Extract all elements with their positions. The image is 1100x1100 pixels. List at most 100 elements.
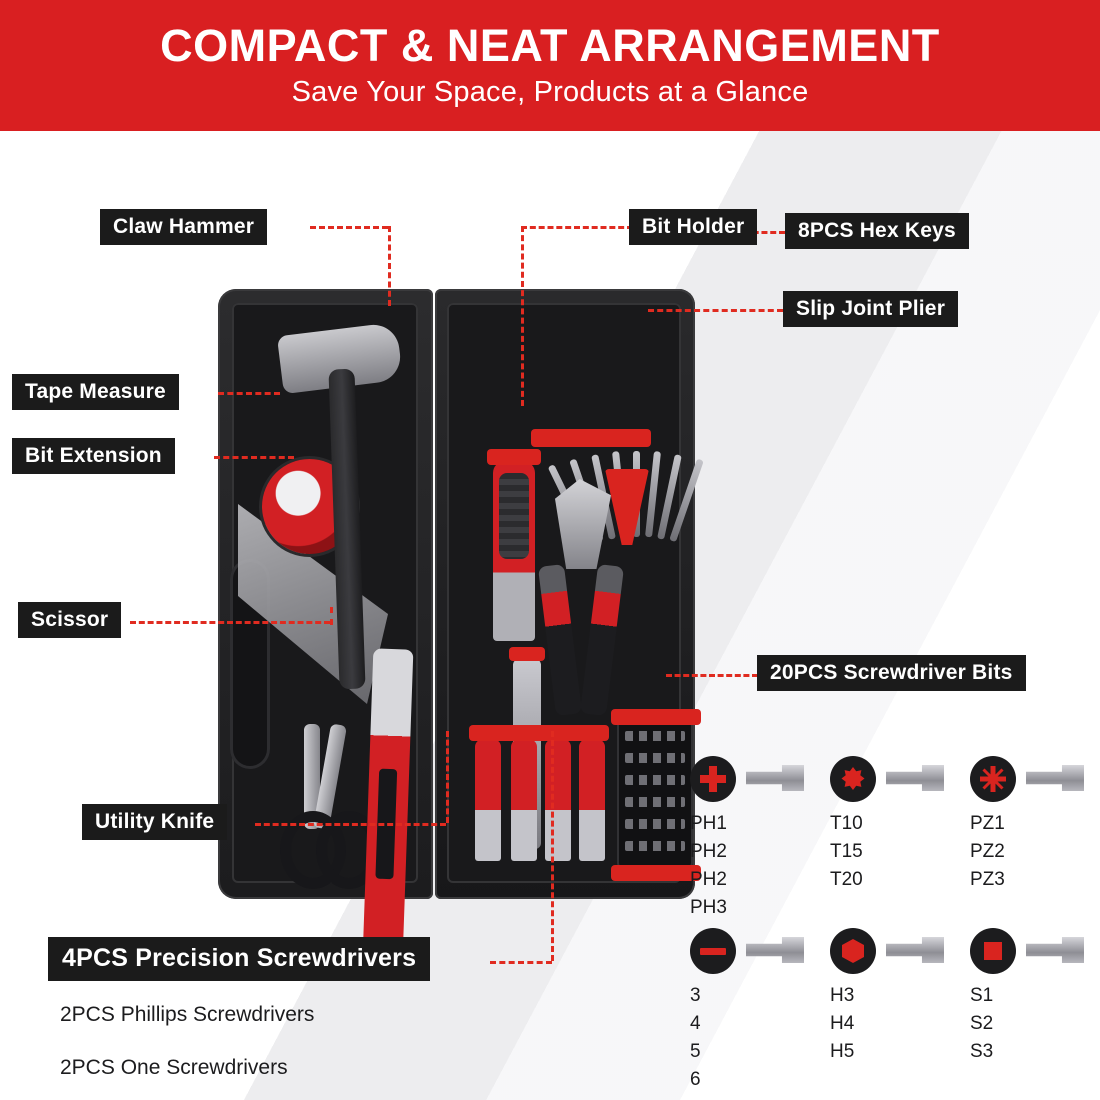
bit-size: H5 [830, 1041, 855, 1063]
bit-size: H3 [830, 985, 855, 1006]
clip-red-hex [531, 429, 651, 447]
product-diagram: Claw Hammer Bit Holder 8PCS Hex Keys Tap… [0, 131, 1100, 1100]
callout-hex-keys: 8PCS Hex Keys [785, 213, 969, 249]
precision-screwdriver-4 [475, 739, 501, 861]
bit-size: T15 [830, 841, 863, 863]
plier-arm-1 [537, 563, 583, 717]
hex-bit-sizes: H3 H4 H5 [830, 982, 962, 1066]
toolbox-right-half [435, 289, 704, 899]
hex-key-6 [645, 451, 661, 538]
connector-utility-knife-v [446, 731, 449, 823]
bit-size: 4 [690, 1013, 701, 1035]
plier-arm-2 [579, 563, 625, 717]
page-title: COMPACT & NEAT ARRANGEMENT [160, 20, 940, 72]
callout-bit-holder: Bit Holder [629, 209, 758, 245]
bit-size: PZ1 [970, 813, 1005, 834]
bit-size: 5 [690, 1041, 701, 1063]
connector-precision-h [490, 961, 552, 964]
bit-row-5 [625, 819, 685, 829]
torx-bit-sizes: T10 T15 T20 [830, 810, 962, 894]
slotted-bit-icon [690, 928, 736, 974]
bit-group-torx: T10 T15 T20 [830, 756, 962, 894]
pozidriv-bit-icon [970, 756, 1016, 802]
bit-row-4 [625, 797, 685, 807]
hex-bit-head [830, 928, 948, 974]
bit-legend: PH1 PH2 PH2 PH3 T10 T15 T20 [690, 756, 1090, 1090]
torx-bit-icon [830, 756, 876, 802]
bit-shank-icon [746, 937, 804, 963]
connector-claw-hammer-h [310, 226, 388, 229]
clip-red-precision [469, 725, 609, 741]
bit-size: H4 [830, 1013, 855, 1035]
bit-size: T20 [830, 869, 863, 891]
clip-red-bits-top [611, 709, 701, 725]
bit-size: PZ3 [970, 869, 1005, 891]
bit-group-slotted: 3 4 5 6 [690, 928, 822, 1094]
bit-size: T10 [830, 813, 863, 834]
bit-group-pozidriv: PZ1 PZ2 PZ3 [970, 756, 1100, 894]
square-bit-head [970, 928, 1088, 974]
precision-screwdriver-1 [511, 739, 537, 861]
phillips-bit-head [690, 756, 808, 802]
torx-bit-head [830, 756, 948, 802]
toolbox-left-half [218, 289, 433, 960]
note-phillips-screwdrivers: 2PCS Phillips Screwdrivers [60, 1003, 315, 1026]
scissor-tool [274, 723, 382, 889]
precision-screwdriver-2 [545, 739, 571, 861]
header-banner: COMPACT & NEAT ARRANGEMENT Save Your Spa… [0, 0, 1100, 131]
bit-size: PZ2 [970, 841, 1005, 863]
bit-group-phillips: PH1 PH2 PH2 PH3 [690, 756, 822, 922]
slip-joint-plier-tool [531, 479, 635, 717]
connector-bit-holder-v [521, 226, 524, 406]
bit-size: PH2 [690, 869, 727, 891]
bit-row-2 [625, 753, 685, 763]
pozidriv-bit-sizes: PZ1 PZ2 PZ3 [970, 810, 1100, 894]
connector-bit-holder-h [521, 226, 633, 229]
plier-jaw [555, 479, 611, 569]
slotted-bit-head [690, 928, 808, 974]
page-subtitle: Save Your Space, Products at a Glance [291, 75, 809, 108]
connector-utility-knife-h [255, 823, 446, 826]
bit-shank-icon [886, 937, 944, 963]
bit-shank-icon [1026, 765, 1084, 791]
screwdriver-grip-1 [499, 473, 529, 559]
bit-size: S3 [970, 1041, 994, 1063]
bit-row-1 [625, 731, 685, 741]
bit-size: PH3 [690, 897, 727, 919]
pozidriv-bit-head [970, 756, 1088, 802]
note-one-screwdrivers: 2PCS One Screwdrivers [60, 1056, 288, 1079]
callout-claw-hammer: Claw Hammer [100, 209, 268, 245]
clip-red-1 [487, 449, 541, 465]
slotted-bit-sizes: 3 4 5 6 [690, 982, 822, 1094]
phillips-bit-icon [690, 756, 736, 802]
connector-tape-measure [218, 392, 280, 395]
bit-group-square: S1 S2 S3 [970, 928, 1100, 1066]
callout-screwdriver-bits: 20PCS Screwdriver Bits [757, 655, 1026, 691]
callout-utility-knife: Utility Knife [82, 804, 228, 840]
connector-claw-hammer-v [388, 226, 391, 306]
screwdriver-red-1 [493, 461, 535, 641]
connector-bit-extension [214, 456, 294, 459]
phillips-bit-sizes: PH1 PH2 PH2 PH3 [690, 810, 822, 922]
bit-size: PH1 [690, 813, 727, 834]
connector-scissor-v [330, 607, 333, 625]
bit-shank-icon [1026, 937, 1084, 963]
hex-bit-icon [830, 928, 876, 974]
bit-row-6 [625, 841, 685, 851]
connector-precision-v [551, 731, 554, 961]
callout-tape-measure: Tape Measure [12, 374, 179, 410]
connector-screwdriver-bits [666, 674, 758, 677]
precision-screwdriver-3 [579, 739, 605, 861]
bit-size: 6 [690, 1069, 701, 1091]
square-bit-sizes: S1 S2 S3 [970, 982, 1100, 1066]
callout-precision-screwdrivers: 4PCS Precision Screwdrivers [48, 937, 431, 981]
scissor-blade-1 [304, 724, 320, 829]
bit-size: 3 [690, 985, 701, 1006]
bit-size: S1 [970, 985, 994, 1006]
connector-scissor-h [130, 621, 330, 624]
clip-red-bits-bottom [611, 865, 701, 881]
clip-red-bitholder [509, 647, 545, 661]
callout-bit-extension: Bit Extension [12, 438, 175, 474]
callout-scissor: Scissor [18, 602, 122, 638]
bit-size: S2 [970, 1013, 994, 1035]
